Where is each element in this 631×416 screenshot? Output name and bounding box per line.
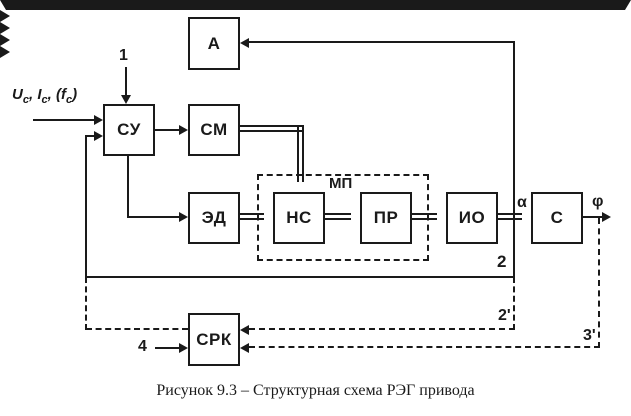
conn-sm-ns-horizontal	[240, 125, 304, 132]
feedback-alpha-to-a	[249, 41, 514, 43]
block-a-label: А	[207, 33, 221, 53]
arrowhead-feedback-a	[240, 38, 249, 48]
conn-4-srk	[155, 347, 179, 349]
block-pr-label: ПР	[373, 208, 399, 227]
conn-su-sm	[155, 129, 179, 131]
arrowhead-ed-ns	[0, 10, 631, 22]
arrowhead-s-output	[602, 212, 611, 222]
arrowhead-su-ed	[179, 212, 188, 222]
conn-s-output	[583, 216, 602, 218]
block-sm-label: СМ	[200, 120, 228, 139]
feedback-2-horizontal	[85, 276, 515, 278]
block-ed: ЭД	[188, 192, 240, 244]
dashed-2p-vertical	[513, 277, 515, 330]
block-su: СУ	[103, 104, 155, 156]
dashed-srk-output-horizontal	[86, 328, 188, 330]
signal-4-label: 4	[138, 338, 147, 355]
dashed-2p-horizontal	[249, 328, 515, 330]
block-srk-label: СРК	[196, 329, 232, 349]
conn-ed-ns	[240, 213, 264, 220]
conn-ns-pr	[325, 213, 351, 220]
signal-phi-label: φ	[592, 193, 604, 210]
conn-io-s	[498, 213, 522, 220]
dashed-srk-output-vertical	[85, 277, 87, 330]
signal-1-label: 1	[119, 47, 128, 64]
group-mp-dashed-box	[257, 174, 429, 261]
conn-pr-io	[412, 213, 437, 220]
arrowhead-feedback-su	[94, 131, 103, 141]
conn-su-ed-horizontal	[127, 216, 179, 218]
block-a: А	[188, 17, 240, 70]
dashed-3p-horizontal	[249, 346, 600, 348]
block-io: ИО	[446, 192, 498, 244]
arrowhead-2p-srk	[240, 325, 249, 335]
signal-2-label: 2	[497, 252, 507, 271]
block-s: С	[531, 192, 583, 244]
arrowhead-ns-pr	[0, 22, 631, 34]
block-sm: СМ	[188, 104, 240, 156]
group-mp-label: МП	[329, 175, 353, 192]
conn-1-su	[125, 67, 127, 95]
signal-3p-label: 3'	[583, 327, 596, 344]
figure-caption: Рисунок 9.3 – Структурная схема РЭГ прив…	[156, 382, 475, 399]
block-srk: СРК	[188, 313, 240, 366]
block-su-label: СУ	[117, 120, 141, 139]
arrowhead-4-srk	[179, 343, 188, 353]
feedback-2-into-su	[85, 135, 94, 137]
block-ed-label: ЭД	[201, 208, 227, 227]
arrowhead-3p-srk	[240, 343, 249, 353]
feedback-alpha-vertical	[513, 41, 515, 277]
signal-alpha-label: α	[517, 194, 527, 211]
arrowhead-io-s	[0, 46, 631, 58]
feedback-2-vertical	[85, 135, 87, 277]
conn-sm-ns-vertical	[297, 125, 304, 182]
conn-su-ed-vertical	[127, 156, 129, 218]
input-signal-label: Uc, Ic, (fc)	[12, 86, 78, 106]
block-io-label: ИО	[458, 208, 486, 227]
arrowhead-1-su	[121, 95, 131, 104]
block-s-label: С	[550, 208, 564, 227]
arrowhead-pr-io	[0, 34, 631, 46]
arrowhead-sm-ns	[0, 0, 631, 10]
arrowhead-su-sm	[179, 125, 188, 135]
signal-2p-label: 2'	[498, 307, 511, 324]
block-pr: ПР	[360, 192, 412, 244]
dashed-3p-vertical	[598, 218, 600, 348]
block-ns: НС	[273, 192, 325, 244]
block-ns-label: НС	[286, 208, 312, 227]
conn-input-su	[33, 119, 94, 121]
arrowhead-input-su	[94, 115, 103, 125]
